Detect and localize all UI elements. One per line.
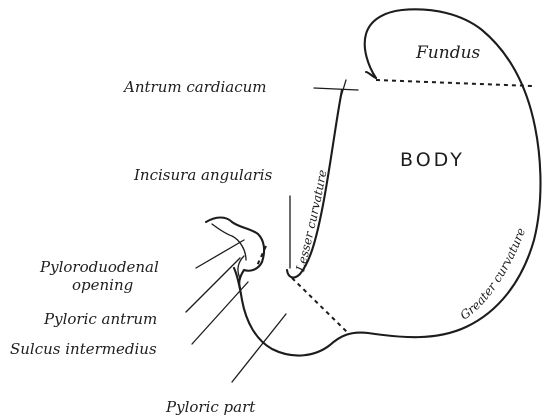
fundus-label: Fundus [415,43,481,63]
pyloric-part-label: Pyloric part [165,398,256,416]
pyloroduodenal-label: Pyloroduodenal [39,258,159,276]
pyloroduodenal-leader [196,240,244,268]
duodenum-stub [206,218,264,289]
lesser-curvature-label: Lesser curvature [293,169,329,274]
pyloric-antrum-leader [186,258,240,312]
antrum-cardiacum-leader [314,88,358,90]
lesser-curvature-text: Lesser curvature [293,169,329,274]
stomach-outline [234,9,540,355]
antrum-cardiacum-label: Antrum cardiacum [122,78,267,96]
body-label: BODY [400,149,465,171]
sulcus-intermedius-label: Sulcus intermedius [10,340,157,358]
fundus-body-dashed-line [376,80,532,86]
body-pyloric-dashed-line [292,278,348,333]
pyloric-antrum-label: Pyloric antrum [43,310,157,328]
pyloroduodenal-opening-label: opening [72,276,133,294]
sulcus-intermedius-leader [192,282,248,344]
pyloric-part-leader [232,314,286,382]
incisura-angularis-label: Incisura angularis [133,166,273,184]
